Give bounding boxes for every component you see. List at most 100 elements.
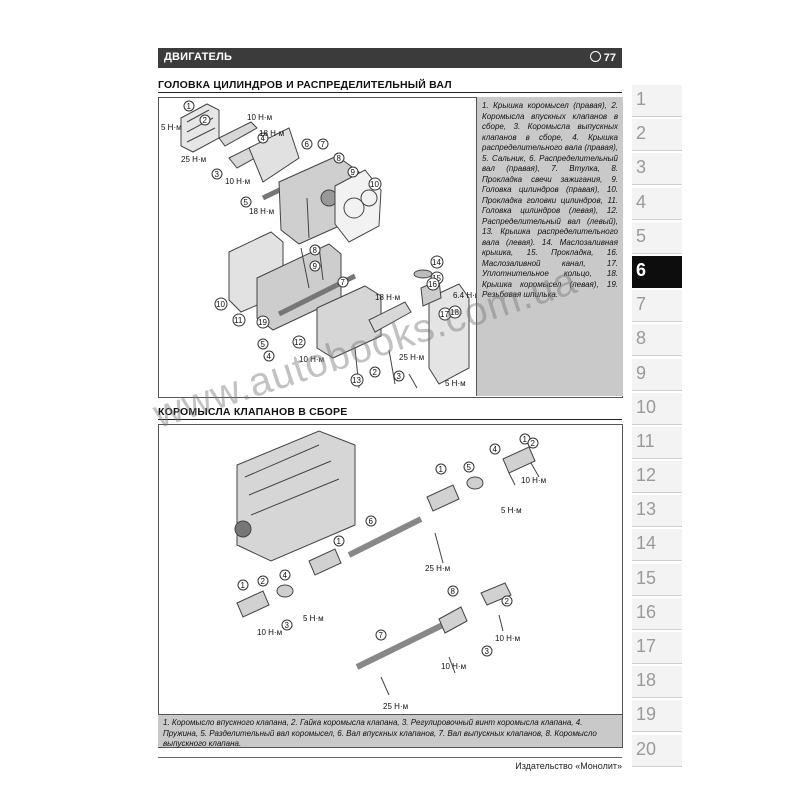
chapter-tab-7[interactable]: 7 bbox=[632, 290, 682, 323]
callout: 7 bbox=[375, 629, 387, 641]
chapter-tab-11[interactable]: 11 bbox=[632, 426, 682, 459]
callout: 7 bbox=[317, 138, 329, 150]
svg-text:7: 7 bbox=[341, 278, 346, 287]
chapter-tab-13[interactable]: 13 bbox=[632, 495, 682, 528]
svg-text:10: 10 bbox=[216, 300, 225, 309]
chapter-tab-16[interactable]: 16 bbox=[632, 597, 682, 630]
chapter-tab-9[interactable]: 9 bbox=[632, 358, 682, 391]
chapter-header: ДВИГАТЕЛЬ 77 bbox=[158, 48, 622, 68]
callout: 10 bbox=[368, 177, 382, 191]
svg-text:2: 2 bbox=[505, 597, 510, 606]
chapter-tab-label: 10 bbox=[636, 396, 657, 417]
svg-text:7: 7 bbox=[379, 631, 384, 640]
callout: 12 bbox=[292, 335, 306, 349]
callout: 6 bbox=[365, 515, 377, 527]
legend-cylinder-head: 1. Крышка коромысел (правая), 2. Коромыс… bbox=[476, 97, 623, 396]
svg-text:3: 3 bbox=[285, 621, 290, 630]
svg-text:5: 5 bbox=[467, 463, 472, 472]
svg-text:1: 1 bbox=[241, 581, 246, 590]
callout: 4 bbox=[257, 132, 269, 144]
svg-text:4: 4 bbox=[267, 352, 272, 361]
callout: 14 bbox=[430, 255, 444, 269]
torque-label: 18 Н·м bbox=[375, 293, 400, 302]
chapter-tab-label: 17 bbox=[636, 636, 657, 656]
svg-text:4: 4 bbox=[261, 134, 266, 143]
chapter-tab-4[interactable]: 4 bbox=[632, 187, 682, 220]
chapter-tab-6[interactable]: 6 bbox=[632, 255, 682, 288]
svg-text:2: 2 bbox=[203, 116, 208, 125]
chapter-tab-label: 6 bbox=[636, 259, 647, 280]
svg-text:13: 13 bbox=[352, 376, 361, 385]
chapter-tab-label: 5 bbox=[636, 225, 647, 246]
chapter-tab-18[interactable]: 18 bbox=[632, 666, 682, 699]
callout: 3 bbox=[211, 168, 223, 180]
chapter-title: ДВИГАТЕЛЬ bbox=[164, 51, 233, 63]
svg-text:1: 1 bbox=[187, 102, 192, 111]
svg-text:4: 4 bbox=[283, 571, 288, 580]
torque-label: 10 Н·м bbox=[247, 113, 272, 122]
torque-label: 10 Н·м bbox=[441, 662, 466, 671]
torque-label: 5 Н·м bbox=[161, 123, 182, 132]
svg-text:5: 5 bbox=[244, 198, 249, 207]
chapter-tab-5[interactable]: 5 bbox=[632, 221, 682, 254]
gear-icon bbox=[589, 51, 601, 62]
chapter-tab-label: 11 bbox=[636, 430, 655, 451]
svg-text:18: 18 bbox=[450, 308, 459, 317]
chapter-tab-12[interactable]: 12 bbox=[632, 461, 682, 494]
chapter-tab-label: 4 bbox=[636, 191, 647, 212]
callout: 8 bbox=[333, 152, 345, 164]
chapter-tab-8[interactable]: 8 bbox=[632, 324, 682, 357]
chapter-tab-15[interactable]: 15 bbox=[632, 563, 682, 596]
section-title-cylinder-head: ГОЛОВКА ЦИЛИНДРОВ И РАСПРЕДЕЛИТЕЛЬНЫЙ ВА… bbox=[158, 79, 452, 91]
chapter-tab-17[interactable]: 17 bbox=[632, 632, 682, 664]
torque-label: 10 Н·м bbox=[495, 634, 520, 643]
chapter-tab-10[interactable]: 10 bbox=[632, 392, 682, 425]
svg-text:7: 7 bbox=[321, 140, 326, 149]
figure-rocker-arms: 1 2 4 5 1 6 1 1 2 4 3 8 2 7 3 10 Н·м 5 Н… bbox=[158, 424, 623, 748]
chapter-tab-14[interactable]: 14 bbox=[632, 529, 682, 562]
callout: 4 bbox=[489, 443, 501, 455]
chapter-tab-2[interactable]: 2 bbox=[632, 119, 682, 152]
chapter-tab-label: 14 bbox=[636, 533, 657, 554]
callout: 7 bbox=[337, 276, 349, 288]
chapter-tab-label: 3 bbox=[636, 157, 647, 178]
torque-label: 5 Н·м bbox=[445, 379, 466, 388]
svg-text:10: 10 bbox=[370, 180, 379, 189]
svg-text:3: 3 bbox=[215, 170, 220, 179]
chapter-tab-19[interactable]: 19 bbox=[632, 700, 682, 733]
callout: 10 bbox=[214, 297, 228, 311]
legend-rocker-arms: 1. Коромысло впускного клапана, 2. Гайка… bbox=[158, 714, 622, 748]
svg-text:11: 11 bbox=[234, 316, 243, 325]
torque-label: 25 Н·м bbox=[425, 564, 450, 573]
chapter-tab-label: 9 bbox=[636, 362, 647, 383]
chapter-tab-20[interactable]: 20 bbox=[632, 734, 682, 767]
callout: 9 bbox=[347, 166, 359, 178]
torque-label: 25 Н·м bbox=[399, 353, 424, 362]
callout: 18 bbox=[448, 305, 462, 319]
torque-label: 10 Н·м bbox=[521, 476, 546, 485]
cylinder-head-diagram: 1 2 3 4 5 6 7 8 9 10 8 9 7 10 11 19 12 5… bbox=[161, 100, 480, 389]
svg-text:3: 3 bbox=[397, 372, 402, 381]
chapter-tab-1[interactable]: 1 bbox=[632, 85, 682, 117]
callout: 4 bbox=[279, 569, 291, 581]
chapter-tab-3[interactable]: 3 bbox=[632, 153, 682, 186]
chapter-tab-label: 12 bbox=[636, 465, 657, 486]
svg-text:17: 17 bbox=[440, 310, 449, 319]
torque-label: 18 Н·м bbox=[259, 129, 284, 138]
callout: 6 bbox=[301, 138, 313, 150]
callout: 1 bbox=[237, 579, 249, 591]
callout: 1 bbox=[435, 463, 447, 475]
svg-text:1: 1 bbox=[337, 537, 342, 546]
callout: 3 bbox=[281, 619, 293, 631]
svg-text:1: 1 bbox=[439, 465, 444, 474]
chapter-tab-label: 20 bbox=[636, 738, 657, 759]
callout: 16 bbox=[426, 277, 440, 291]
page-number: 77 bbox=[589, 51, 616, 64]
chapter-tab-label: 18 bbox=[636, 670, 657, 691]
figure-cylinder-head: 1 2 3 4 5 6 7 8 9 10 8 9 7 10 11 19 12 5… bbox=[158, 97, 623, 398]
torque-label: 10 Н·м bbox=[257, 628, 282, 637]
chapter-tab-label: 2 bbox=[636, 123, 647, 144]
chapter-tab-label: 15 bbox=[636, 567, 657, 588]
publisher-credit: Издательство «Монолит» bbox=[515, 761, 622, 771]
svg-text:2: 2 bbox=[531, 439, 536, 448]
